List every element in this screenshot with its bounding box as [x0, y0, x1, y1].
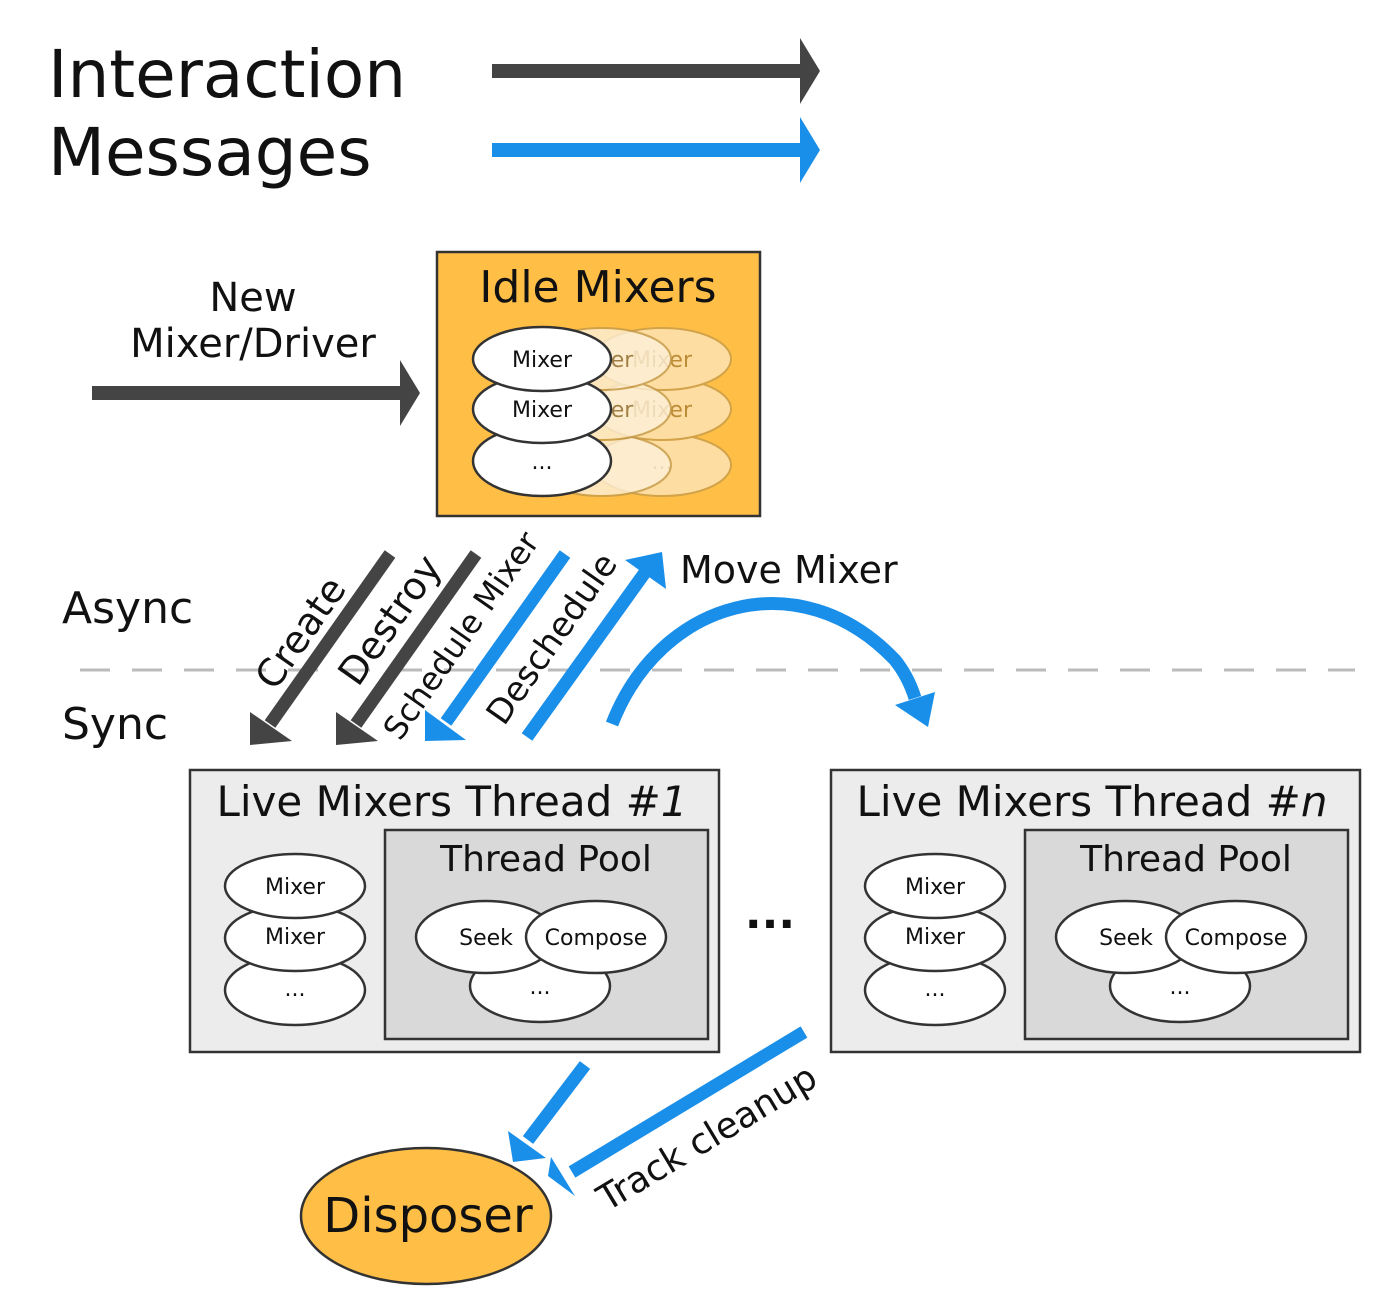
thread-n-mixer-stack: Mixer Mixer ...	[863, 852, 1007, 1027]
thread-n-pool-more-label: ...	[1170, 975, 1191, 1000]
move-mixer-arrow	[605, 597, 935, 727]
live-mixers-thread-n: Live Mixers Thread #n Mixer Mixer ... Th…	[829, 768, 1362, 1054]
thread-1-mixer-label: Mixer	[265, 875, 326, 900]
live-mixers-thread-1: Live Mixers Thread #1 Mixer Mixer ... Th…	[188, 768, 721, 1054]
thread-1-title: Live Mixers Thread #1	[216, 777, 687, 826]
between-threads-ellipsis: ...	[745, 888, 795, 939]
destroy-arrow	[336, 550, 482, 745]
idle-ghost-partial-label: er	[611, 398, 635, 423]
legend-messages-label: Messages	[48, 114, 372, 191]
idle-mixers-box: Idle Mixers Mixer Mixer ... er er Mixer …	[435, 250, 762, 518]
create-arrow	[250, 550, 396, 745]
thread-1-mixer-label: Mixer	[265, 925, 326, 950]
deschedule-arrow	[521, 552, 666, 741]
thread-n-mixer-label: ...	[925, 977, 946, 1002]
new-mixer-label-line2: Mixer/Driver	[130, 321, 376, 367]
idle-mixer-label: Mixer	[512, 348, 573, 373]
async-label: Async	[62, 583, 193, 634]
move-mixer-label: Move Mixer	[680, 548, 898, 592]
idle-mixer-label: ...	[532, 450, 553, 475]
thread-n-title: Live Mixers Thread #n	[857, 777, 1328, 826]
thread-n-thread-pool: Thread Pool Seek Compose ...	[1023, 828, 1350, 1041]
thread-1-thread-pool: Thread Pool Seek Compose ...	[383, 828, 710, 1041]
disposer-node: Disposer	[299, 1146, 553, 1286]
thread-n-mixer-label: Mixer	[905, 925, 966, 950]
idle-mixer-stack: Mixer Mixer ...	[471, 325, 613, 498]
thread-1-compose-label: Compose	[545, 926, 648, 951]
thread-1-to-disposer-arrow	[508, 1061, 591, 1162]
thread-1-pool-title: Thread Pool	[439, 839, 652, 880]
legend-interaction-label: Interaction	[48, 36, 406, 113]
thread-1-mixer-label: ...	[285, 977, 306, 1002]
new-mixer-label-line1: New	[209, 275, 296, 321]
new-mixer-driver: New Mixer/Driver	[92, 275, 420, 426]
thread-1-seek-label: Seek	[459, 926, 513, 951]
thread-n-compose-label: Compose	[1185, 926, 1288, 951]
track-cleanup-arrow	[548, 1026, 808, 1196]
disposer-label: Disposer	[323, 1188, 533, 1244]
thread-1-mixer-stack: Mixer Mixer ...	[223, 852, 367, 1027]
thread-n-seek-label: Seek	[1099, 926, 1153, 951]
idle-mixers-title: Idle Mixers	[479, 262, 716, 313]
idle-mixer-ellipse	[471, 325, 613, 393]
legend-message-arrow	[492, 117, 820, 183]
thread-1-pool-more-label: ...	[530, 975, 551, 1000]
idle-mixer-label: Mixer	[512, 398, 573, 423]
schedule-mixer-arrow	[425, 550, 571, 741]
legend: Interaction Messages	[48, 36, 820, 191]
new-mixer-arrow	[92, 360, 420, 426]
legend-interaction-arrow	[492, 38, 820, 104]
idle-ghost-partial-label: er	[611, 348, 635, 373]
sync-label: Sync	[62, 699, 168, 750]
thread-n-pool-title: Thread Pool	[1079, 839, 1292, 880]
thread-n-mixer-label: Mixer	[905, 875, 966, 900]
